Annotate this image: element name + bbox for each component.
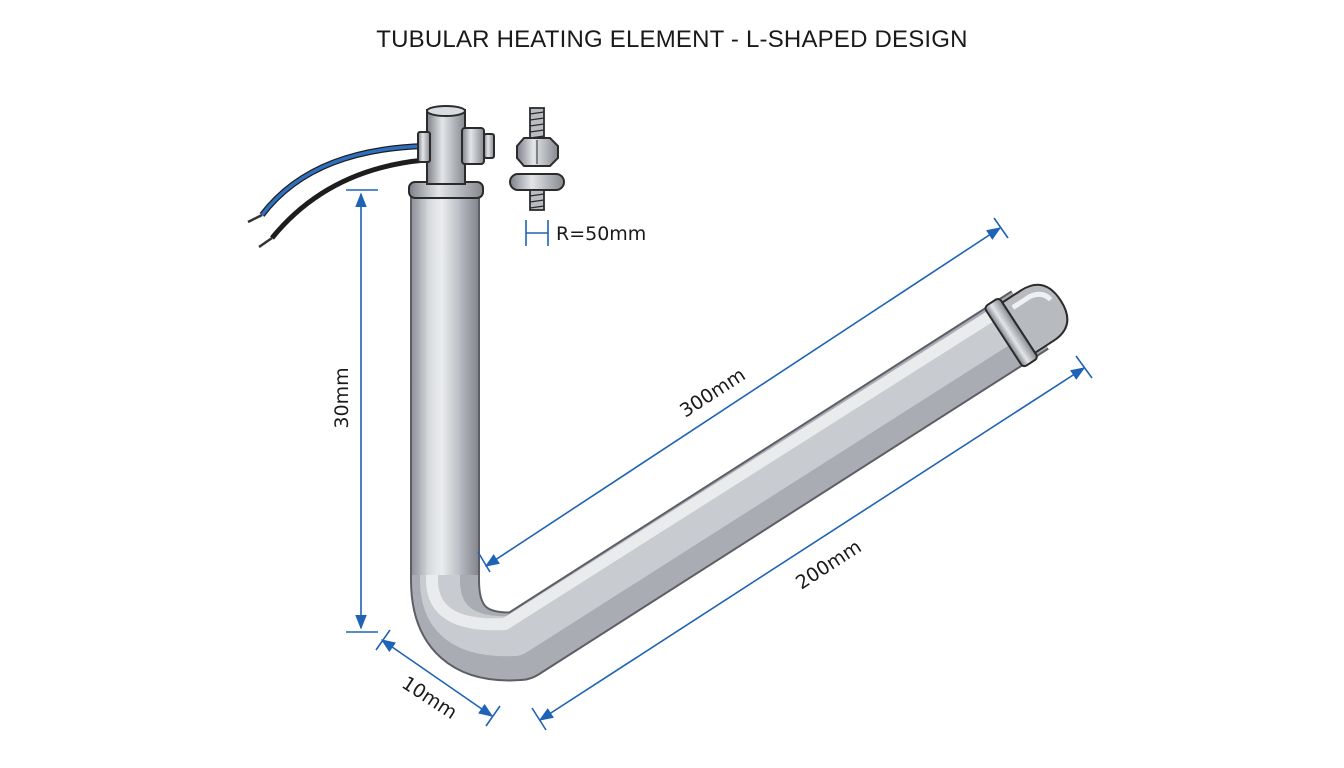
dimension-label-10: 10mm xyxy=(398,672,461,724)
terminal-bolt-icon xyxy=(509,107,565,211)
dimension-vertical xyxy=(346,189,378,633)
diagram-title: TUBULAR HEATING ELEMENT - L-SHAPED DESIG… xyxy=(376,26,968,53)
dimension-label-height: 30mm xyxy=(331,367,353,428)
dimension-diagonal-bottom xyxy=(531,355,1093,731)
dimension-diameter xyxy=(375,629,501,727)
wire-terminal-icon xyxy=(247,213,273,249)
black-wire xyxy=(270,157,426,240)
tube-body xyxy=(410,195,1049,682)
lead-wires xyxy=(247,143,426,249)
dimension-radius xyxy=(525,220,549,246)
top-fitting xyxy=(408,105,495,199)
dimension-label-200: 200mm xyxy=(792,536,865,594)
dimension-label-radius: R=50mm xyxy=(556,223,646,245)
dimension-label-300: 300mm xyxy=(676,364,749,422)
